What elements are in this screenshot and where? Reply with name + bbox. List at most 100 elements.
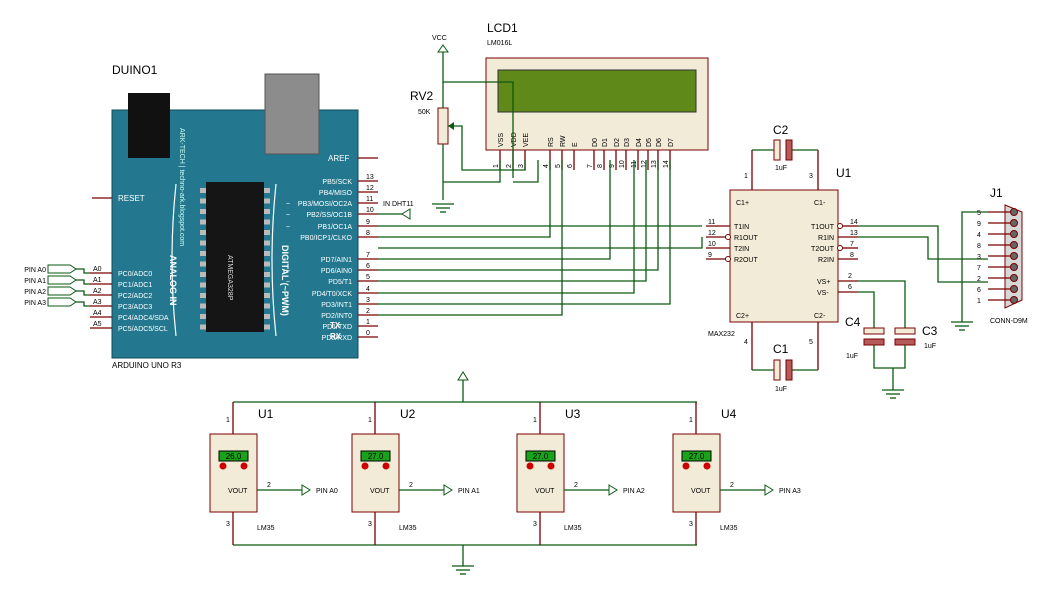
analog-pin-name: PC5/ADC5/SCL (118, 326, 168, 333)
digital-pin-number: 10 (366, 207, 374, 214)
capacitor-c3[interactable]: C3 1uF (858, 280, 938, 350)
max232-left-pin-name: R2OUT (734, 257, 758, 264)
sensor-button-left[interactable] (526, 462, 534, 470)
analog-terminal-wire (76, 301, 90, 307)
c3-value: 1uF (924, 343, 936, 350)
sensor-vout-label: VOUT (691, 488, 711, 495)
sensor-button-right[interactable] (382, 462, 390, 470)
d9-pin-number: 7 (977, 265, 981, 272)
potentiometer[interactable]: RV2 50K (410, 82, 526, 200)
sensor-pin2-number: 2 (267, 482, 271, 489)
mcu-left-leg (200, 282, 206, 288)
sensor-body (516, 433, 565, 513)
digital-pin-name: PD7/AIN1 (321, 257, 352, 264)
digital-pin-number: 8 (366, 230, 370, 237)
sensor-model: LM35 (399, 525, 417, 532)
sensor-button-left[interactable] (219, 462, 227, 470)
d9-pin-hole (1010, 274, 1018, 282)
sensor-button-left[interactable] (682, 462, 690, 470)
max232-left-pin-name: T1IN (734, 224, 749, 231)
sensor-vout-label: VOUT (535, 488, 555, 495)
mcu-chip (206, 182, 264, 332)
max232-pin-c2p-num: 4 (744, 339, 748, 346)
lcd-pin-name: D4 (636, 138, 643, 147)
sensor-display (525, 450, 556, 462)
c2-ref: C2 (773, 123, 789, 137)
digital-pin-number: 6 (366, 263, 370, 270)
sensor-model: LM35 (564, 525, 582, 532)
mcu-left-leg (200, 314, 206, 319)
sensor-pin3-number: 3 (533, 521, 537, 528)
digital-pin-number: 13 (366, 174, 374, 181)
analog-pin-name: PC3/ADC3 (118, 304, 152, 311)
max232-pin-vsp-num: 2 (848, 273, 852, 280)
lcd-screen (497, 69, 697, 113)
analog-pin-number: A0 (93, 266, 102, 273)
digital-pin-number: 2 (366, 308, 370, 315)
c3-ref: C3 (922, 324, 938, 338)
mcu-left-leg (200, 240, 206, 246)
mcu-left-leg (200, 198, 206, 204)
sensor-button-right[interactable] (547, 462, 555, 470)
d9-model: CONN-D9M (990, 318, 1028, 325)
d9-pin-number: 6 (977, 287, 981, 294)
capacitor-c4[interactable]: C4 1uF (845, 291, 885, 360)
sensor-button-right[interactable] (703, 462, 711, 470)
c3-plate-2 (894, 338, 916, 346)
mcu-right-leg (264, 303, 270, 309)
sensor-pin2-number: 2 (730, 482, 734, 489)
c1-plate-1 (773, 359, 781, 381)
sensor-button-right[interactable] (240, 462, 248, 470)
max232-inverter-bubble (725, 234, 731, 240)
sensor-out-label: PIN A3 (779, 488, 801, 495)
max232[interactable]: U1 MAX232 C1+ C1- C2+ C2- VS+ VS- 11T1IN… (706, 150, 858, 370)
sensor-out-arrow (443, 484, 453, 496)
sensor-pin1-number: 1 (368, 417, 372, 424)
sensor-pin3-number: 3 (368, 521, 372, 528)
d9-pin-number: 9 (977, 221, 981, 228)
d7-wire-a (378, 160, 611, 260)
analog-terminal-shape (47, 286, 77, 296)
max232-c2p: C2+ (736, 313, 749, 320)
sensor-pin1-number: 1 (226, 417, 230, 424)
sensor-pin3-number: 3 (689, 521, 693, 528)
digital-pin-number: 12 (366, 185, 374, 192)
d9-pin-hole (1010, 285, 1018, 293)
lcd-pin-number: 2 (506, 164, 513, 168)
c4-plate-1 (863, 327, 885, 335)
analog-pin-name: PC2/ADC2 (118, 293, 152, 300)
max232-right-pin-number: 14 (850, 219, 858, 226)
sensor-model: LM35 (257, 525, 275, 532)
analog-terminal-shape (47, 264, 77, 274)
mcu-right-leg (264, 209, 270, 214)
lcd-pin-number: 10 (619, 160, 626, 168)
analog-terminal-label: PIN A1 (24, 278, 46, 285)
sensor-display (360, 450, 391, 462)
sensor-button-left[interactable] (361, 462, 369, 470)
lcd-pin-name: D5 (646, 138, 653, 147)
digital-bracket (271, 183, 277, 337)
mcu-left-leg (200, 188, 206, 193)
mcu-right-leg (264, 251, 270, 256)
capacitor-c2[interactable]: C2 1uF (752, 123, 818, 172)
digital-title: DIGITAL (~PWM) (280, 245, 290, 316)
arduino-uno[interactable]: DUINO1 ATMEGA328P ARK-TECH | techno-ark.… (90, 63, 378, 370)
d9-pin-hole (1010, 219, 1018, 227)
sensor-vcc-arrow (457, 371, 469, 381)
d9-pin-hole (1010, 252, 1018, 260)
d9-pin-number: 4 (977, 232, 981, 239)
mcu-right-leg (264, 219, 270, 225)
lcd-module[interactable]: LCD1 LM016L VSS1VDD2VEE3RS4RW5E6D07D18D2… (485, 21, 709, 170)
r1in-wire (858, 236, 988, 260)
sensor-out-label: PIN A0 (316, 488, 338, 495)
max232-pins: 11T1IN12R1OUT10T2IN9R2OUT14T1OUT13R1IN7T… (706, 219, 858, 264)
vcc-arrow (437, 44, 449, 53)
pwm-tilde: ~ (286, 268, 290, 275)
analog-pin-name: PC1/ADC1 (118, 282, 152, 289)
capacitor-c1[interactable]: C1 1uF (752, 342, 818, 393)
